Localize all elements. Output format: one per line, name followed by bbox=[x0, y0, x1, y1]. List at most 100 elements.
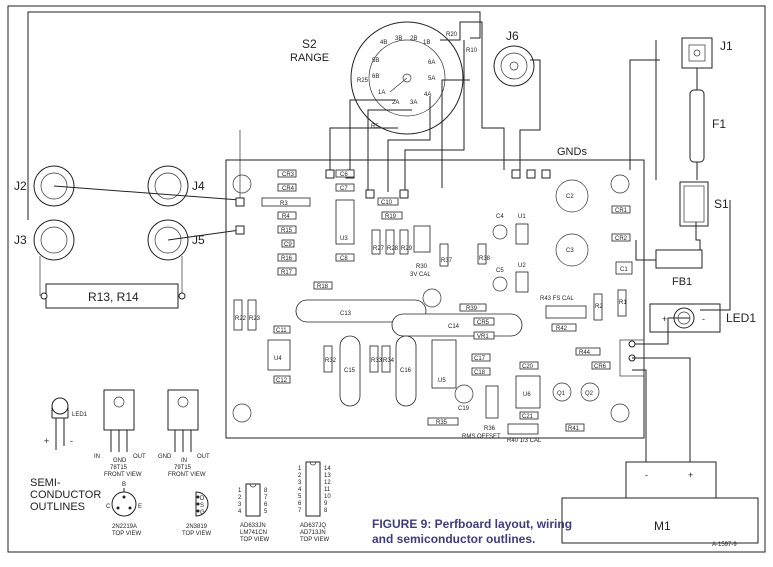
part-label: Q1 bbox=[557, 391, 566, 397]
part-label: R33 bbox=[371, 358, 383, 364]
pin-label: B bbox=[122, 482, 126, 488]
diagram-label: 12 bbox=[324, 480, 331, 486]
part-label: R35 bbox=[436, 420, 448, 426]
part-label: C8 bbox=[340, 256, 348, 262]
led1-label: LED1 bbox=[726, 311, 756, 325]
board-components: CR3 CR4 R3 R4 R15 C9 R16 R17 R18 C7 U3 C… bbox=[233, 169, 633, 444]
diagram-label: 4 bbox=[238, 509, 242, 515]
part-label: 3V CAL bbox=[410, 272, 431, 278]
part-label: R2 bbox=[595, 304, 603, 310]
view-label: FRONT VIEW bbox=[168, 472, 206, 478]
part-label: R42 bbox=[556, 326, 568, 332]
part-label: 78T15 bbox=[110, 465, 128, 471]
input-jacks: J2 J4 J3 J5 R13, R14 bbox=[14, 165, 241, 309]
sw-pos: 3B bbox=[395, 36, 402, 42]
part-label: U3 bbox=[340, 236, 348, 242]
part-label: R39 bbox=[466, 306, 478, 312]
s2-label: S2 bbox=[302, 37, 317, 51]
pin-label: OUT bbox=[197, 454, 210, 460]
part-label: R29 bbox=[401, 246, 413, 252]
gnds-label: GNDs bbox=[557, 146, 587, 158]
sw-pos: 6A bbox=[428, 60, 435, 66]
part-label: CR1 bbox=[615, 208, 628, 214]
part-label: C19 bbox=[458, 406, 470, 412]
diagram-label: - bbox=[702, 314, 705, 324]
diagram-label: 14 bbox=[324, 466, 331, 472]
wiring-top bbox=[27, 11, 660, 220]
sw-pos: 2B bbox=[410, 36, 417, 42]
view-label: TOP VIEW bbox=[300, 537, 329, 543]
view-label: TOP VIEW bbox=[240, 537, 269, 543]
sw-pos: 1A bbox=[378, 90, 385, 96]
semiconductor-outlines: LED1 + - IN GND OUT 78T15 FRONT VIEW GND… bbox=[30, 389, 331, 543]
part-label: Q2 bbox=[585, 391, 594, 397]
part-label: C9 bbox=[284, 242, 292, 248]
part-label: C16 bbox=[400, 368, 412, 374]
diagram-label: 11 bbox=[324, 487, 331, 493]
part-label: R30 bbox=[416, 264, 428, 270]
part-label: C11 bbox=[276, 328, 287, 334]
diagram-label: 13 bbox=[324, 473, 331, 479]
part-label: R38 bbox=[479, 256, 491, 262]
pin-label: D bbox=[200, 496, 205, 502]
part-label: U6 bbox=[523, 392, 531, 398]
perfboard: GNDs bbox=[225, 146, 645, 439]
part-label: C20 bbox=[522, 364, 534, 370]
diagram-label: 6 bbox=[298, 501, 302, 507]
part-label: R4 bbox=[282, 214, 290, 220]
part-label: R18 bbox=[317, 284, 329, 290]
r13-r14-label: R13, R14 bbox=[88, 290, 139, 304]
part-label: LM741CN bbox=[240, 530, 267, 536]
diagram-label: + bbox=[44, 436, 49, 446]
sw-pos: 5B bbox=[372, 58, 379, 64]
part-label: 2N2219A bbox=[112, 524, 137, 530]
pin-label: E bbox=[138, 504, 142, 510]
part-label: C1 bbox=[620, 267, 628, 273]
part-label: R37 bbox=[441, 258, 453, 264]
diagram-label: 9 bbox=[324, 501, 328, 507]
diagram-label: 2 bbox=[238, 495, 242, 501]
part-label: U2 bbox=[518, 263, 526, 269]
diagram-label: 2 bbox=[298, 473, 302, 479]
part-label: R3 bbox=[280, 201, 288, 207]
meter-m1: - + M1 bbox=[561, 461, 759, 544]
view-label: FRONT VIEW bbox=[104, 472, 142, 478]
part-label: C5 bbox=[496, 268, 504, 274]
diagram-label: 8 bbox=[324, 508, 328, 514]
part-label: C10 bbox=[381, 200, 393, 206]
part-label: R41 bbox=[568, 426, 580, 432]
sw-pos: 4A bbox=[424, 92, 431, 98]
led1: + - LED1 bbox=[649, 303, 756, 333]
m1-label: M1 bbox=[654, 519, 671, 533]
figure-caption-line2: and semiconductor outlines. bbox=[372, 532, 535, 546]
part-label: AD633JN bbox=[240, 523, 266, 529]
j2-label: J2 bbox=[14, 179, 27, 193]
pin-label: IN bbox=[181, 458, 187, 464]
j4-label: J4 bbox=[192, 179, 205, 193]
part-label: R32 bbox=[325, 358, 337, 364]
outlines-heading: OUTLINES bbox=[30, 501, 85, 513]
part-label: C6 bbox=[340, 172, 348, 178]
diagram-label: 6 bbox=[264, 502, 268, 508]
sw-pos: R5 bbox=[371, 124, 379, 130]
pin-label: C bbox=[106, 504, 111, 510]
part-label: R27 bbox=[373, 246, 385, 252]
diagram-label: 7 bbox=[264, 495, 268, 501]
f1-label: F1 bbox=[712, 117, 726, 131]
pin-label: IN bbox=[94, 454, 100, 460]
part-label: R22 bbox=[235, 316, 247, 322]
sw-pos: 2A bbox=[392, 100, 399, 106]
switch-s2: 4B 3B 2B 1B 5B 6A 6B 5A 1A 4A 2A 3A R20 … bbox=[290, 21, 478, 135]
s1-label: S1 bbox=[714, 197, 729, 211]
part-label: R16 bbox=[281, 256, 293, 262]
diagram-label: 8 bbox=[264, 488, 268, 494]
part-label: C14 bbox=[448, 324, 460, 330]
power-input: J1 F1 S1 FB1 bbox=[635, 37, 733, 311]
diagram-label: 3 bbox=[298, 480, 302, 486]
part-label: C13 bbox=[340, 311, 352, 317]
pin-label: GND bbox=[113, 458, 127, 464]
part-label: R17 bbox=[281, 270, 293, 276]
part-label: 79T15 bbox=[174, 465, 192, 471]
